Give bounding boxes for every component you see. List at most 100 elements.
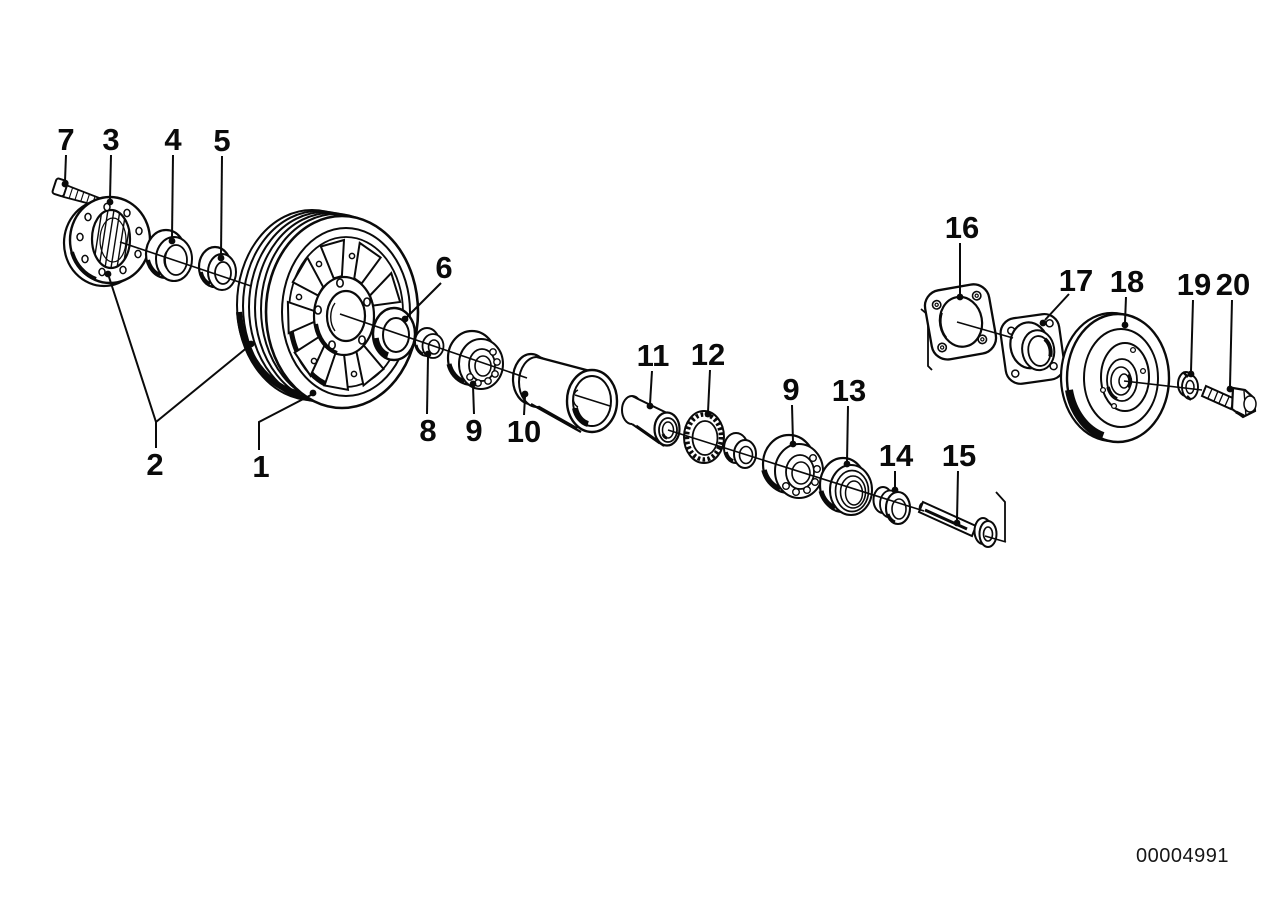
callout-number: 11 [637,338,670,373]
part-callout-6[interactable]: 6 [401,250,453,323]
hub-flange-drawing [999,312,1066,385]
continuation-bracket-left [920,308,933,371]
callout-anchor-dot [401,315,409,323]
callout-anchor-dot [61,180,69,188]
callout-leader-line [707,369,711,413]
callout-leader-line [109,154,112,200]
callout-leader-line [1229,299,1233,387]
part-callout-4[interactable]: 4 [164,122,182,245]
part-callout-1[interactable]: 1 [252,389,317,484]
callout-anchor-dot [217,254,225,262]
part-callout-18[interactable]: 18 [1110,264,1144,329]
hex-bolt-drawing [1200,384,1257,419]
spacer-sleeve-drawing [511,352,619,434]
callout-anchor-dot [1121,321,1129,329]
callout-leader-line [791,404,794,443]
part-callout-3[interactable]: 3 [102,122,120,206]
sheet-number: 00004991 [1136,845,1229,867]
part-callout-14[interactable]: 14 [879,438,914,494]
callout-leader-line [64,154,67,182]
spacer-collar-drawing [723,432,757,469]
callout-anchor-dot [309,389,317,397]
part-callout-12[interactable]: 12 [691,337,725,418]
callout-leader-line [1190,299,1194,372]
part-callout-11[interactable]: 11 [637,338,670,410]
callout-number: 8 [419,413,436,448]
hub-bolt-holes [313,278,371,350]
callout-leader-line [523,396,526,416]
callout-anchor-dot [104,270,112,278]
part-callout-9a[interactable]: 9 [465,380,483,448]
callout-anchor-dot [1226,385,1234,393]
part-callout-17[interactable]: 17 [1039,263,1094,327]
part-callout-16[interactable]: 16 [945,210,979,301]
callout-leader-line [426,356,429,415]
callout-leader-line [155,345,250,423]
callout-number: 19 [1177,267,1211,302]
callout-leader-line [846,405,849,463]
callout-number: 14 [879,438,914,473]
callout-number: 20 [1216,267,1250,302]
part-callout-19[interactable]: 19 [1177,267,1211,378]
callout-anchor-dot [953,519,961,527]
callout-number: 9 [782,372,799,407]
part-callout-15[interactable]: 15 [942,438,976,527]
callout-number: 7 [57,122,74,157]
callout-anchor-dot [1039,319,1047,327]
callout-number: 3 [102,122,119,157]
callout-number: 9 [465,413,482,448]
callout-leader-line [1044,293,1070,321]
callout-anchor-dot [247,340,255,348]
ball-bearing-left-drawing [446,329,504,390]
callout-anchor-dot [789,440,797,448]
continuation-bracket-right [995,491,1006,541]
cover-plate-drawing [923,283,998,361]
part-callout-5[interactable]: 5 [213,123,231,262]
callout-leader-line [171,154,174,239]
callout-anchor-dot [891,486,899,494]
callout-number: 12 [691,337,725,372]
wheel-face-holes [295,252,358,378]
part-callout-9b[interactable]: 9 [782,372,800,448]
callout-leader-line [649,370,653,405]
part-callout-8[interactable]: 8 [419,350,437,448]
callout-anchor-dot [168,237,176,245]
callout-leader-line [472,385,475,415]
part-callout-20[interactable]: 20 [1216,267,1250,393]
callout-number: 15 [942,438,976,473]
pulley-disc-drawing [1059,311,1171,444]
ring-5-drawing [197,245,237,291]
callout-leader-line [1124,296,1127,323]
callout-number: 16 [945,210,979,245]
callout-leader-line [956,470,959,521]
callout-anchor-dot [424,350,432,358]
callout-anchor-dot [469,380,477,388]
callout-leader-line [258,394,312,450]
callout-number: 1 [252,449,269,484]
part-callout-2[interactable]: 2 [104,270,255,482]
toothed-ring-drawing [683,410,725,464]
stepped-spacer-drawing [872,486,912,526]
callout-number: 18 [1110,264,1144,299]
callout-number: 10 [507,414,541,449]
callout-number: 4 [164,122,182,157]
bearing-race-drawing [818,456,873,516]
part-callout-10[interactable]: 10 [507,390,541,449]
callout-leader-line [406,282,442,318]
callout-leader-line [220,155,223,256]
callout-anchor-dot [1187,370,1195,378]
callout-anchor-dot [956,293,964,301]
lock-washer-drawing [1177,371,1199,401]
flange-bolt-holes [76,202,143,277]
callout-anchor-dot [843,460,851,468]
bushing-4-drawing [144,228,193,282]
callout-anchor-dot [521,390,529,398]
callout-anchor-dot [704,410,712,418]
part-callout-13[interactable]: 13 [832,373,866,468]
part-callout-7[interactable]: 7 [57,122,75,188]
callout-number: 5 [213,123,230,158]
callout-anchor-dot [646,402,654,410]
